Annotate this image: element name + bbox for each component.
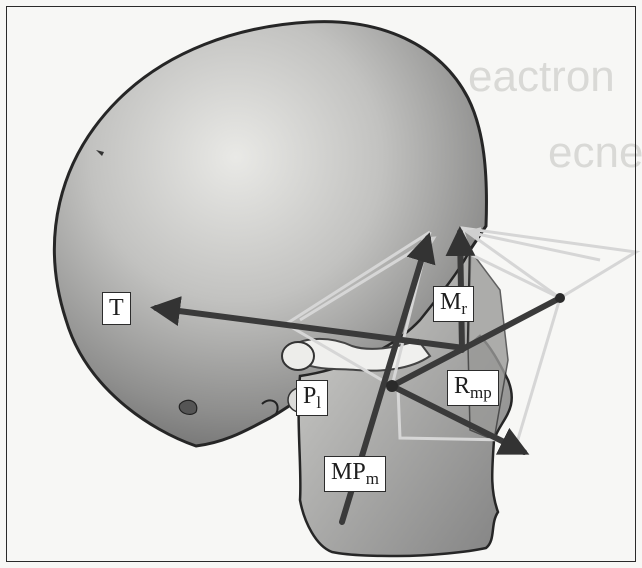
figure-frame	[6, 6, 636, 562]
label-MPm-sub: m	[366, 469, 379, 488]
label-Mr-sub: r	[461, 299, 467, 318]
label-Rmp: Rmp	[447, 370, 499, 406]
label-T: T	[102, 292, 131, 325]
label-Pl-sub: l	[316, 393, 321, 412]
label-Mr-main: M	[440, 289, 461, 315]
label-Pl-main: P	[303, 383, 316, 409]
label-Rmp-sub: mp	[470, 383, 492, 402]
label-MPm: MPm	[324, 456, 386, 492]
label-Mr: Mr	[433, 286, 474, 322]
label-Pl: Pl	[296, 380, 328, 416]
label-Rmp-main: R	[454, 373, 470, 399]
label-T-main: T	[109, 295, 124, 321]
label-MPm-main: MP	[331, 459, 366, 485]
